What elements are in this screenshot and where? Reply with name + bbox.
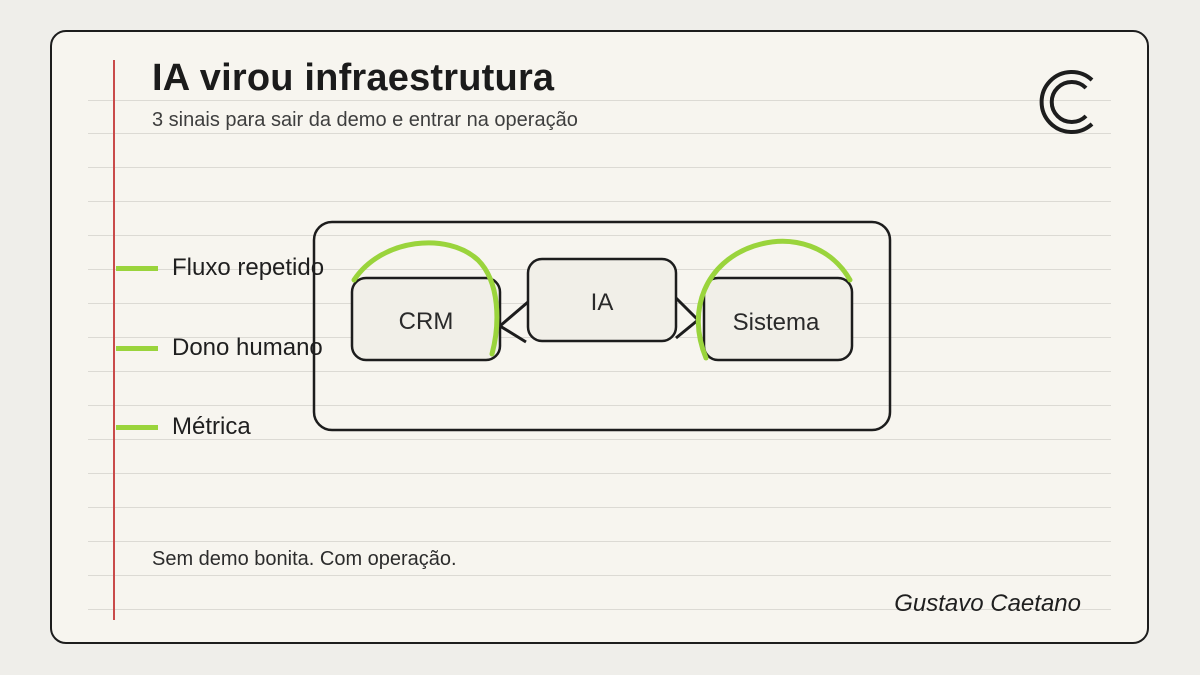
ruled-line: [88, 609, 1111, 610]
page-title: IA virou infraestrutura: [152, 57, 555, 99]
ruled-line: [88, 167, 1111, 168]
flow-diagram: CRM IA Sistema: [312, 220, 892, 432]
signal-item: Fluxo repetido: [116, 254, 324, 282]
author-name: Gustavo Caetano: [894, 590, 1081, 617]
signal-label: Métrica: [172, 413, 251, 440]
signal-marker: [116, 345, 158, 351]
ruled-line: [88, 473, 1111, 474]
margin-line: [113, 60, 115, 620]
ruled-line: [88, 100, 1111, 101]
page-subtitle: 3 sinais para sair da demo e entrar na o…: [152, 109, 578, 131]
ruled-line: [88, 201, 1111, 202]
signal-marker: [116, 424, 158, 430]
diagram-frame: [312, 220, 892, 432]
copyright-c-icon: [1030, 62, 1110, 147]
highlight-arc-crm: [351, 240, 500, 357]
node-sistema: [702, 276, 854, 362]
signal-label: Dono humano: [172, 334, 323, 361]
connector-ia-sistema: [672, 294, 701, 340]
ruled-line: [88, 133, 1111, 134]
signal-item: Métrica: [116, 413, 251, 441]
ruled-line: [88, 439, 1111, 440]
ruled-line: [88, 541, 1111, 542]
tagline: Sem demo bonita. Com operação.: [152, 548, 457, 570]
ruled-line: [88, 371, 1111, 372]
highlight-arc-sistema: [695, 238, 853, 361]
signal-label: Fluxo repetido: [172, 254, 325, 281]
node-ia-label: IA: [591, 289, 614, 316]
ruled-line: [88, 405, 1111, 406]
node-crm: [350, 276, 502, 362]
connector-ia-crm: [497, 300, 529, 344]
ruled-line: [88, 235, 1111, 236]
node-sistema-label: Sistema: [733, 309, 820, 336]
node-ia: [526, 257, 678, 343]
signal-marker: [116, 265, 158, 271]
signal-item: Dono humano: [116, 334, 323, 362]
node-crm-label: CRM: [399, 308, 454, 335]
slide-card: IA virou infraestrutura 3 sinais para sa…: [50, 30, 1149, 644]
ruled-line: [88, 507, 1111, 508]
ruled-line: [88, 575, 1111, 576]
